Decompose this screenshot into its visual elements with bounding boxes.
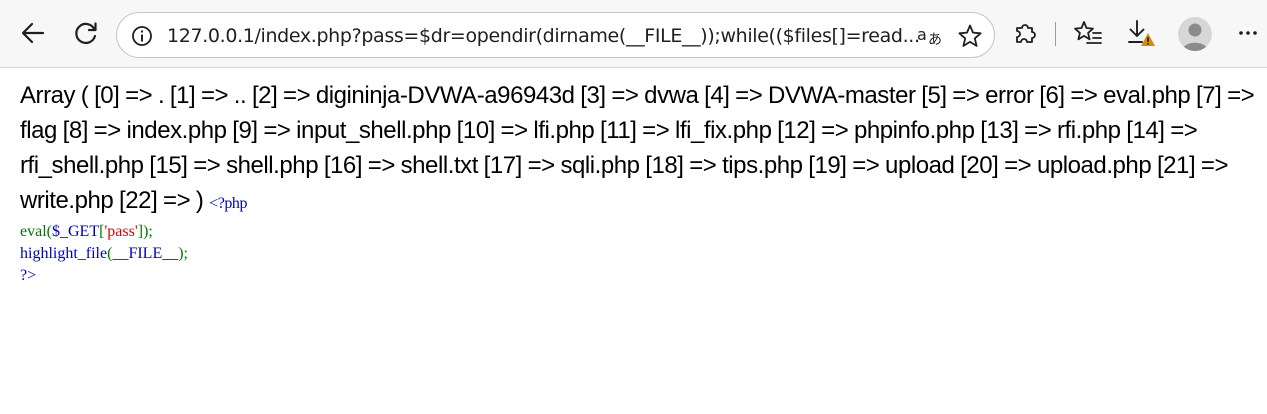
page-content: Array ( [0] => . [1] => .. [2] => digini… — [20, 78, 1260, 287]
php-open-tag: <?php — [209, 195, 248, 212]
toolbar-divider — [1055, 22, 1056, 46]
site-info-button[interactable] — [131, 25, 153, 47]
back-arrow-icon — [21, 22, 45, 44]
refresh-icon — [75, 22, 97, 45]
code-line-2: highlight_file(__FILE__); — [20, 243, 1260, 265]
downloads-button[interactable] — [1121, 14, 1159, 52]
profile-avatar[interactable] — [1178, 17, 1212, 51]
code-eval-func: eval — [20, 223, 47, 240]
code-paren: ( — [46, 223, 52, 240]
svg-text:a: a — [917, 25, 927, 44]
read-aloud-button[interactable]: a あ — [915, 23, 945, 49]
browser-toolbar: 127.0.0.1/index.php?pass=$dr=opendir(dir… — [0, 0, 1267, 68]
code-close: ]); — [137, 223, 153, 240]
favorites-list-icon — [1074, 21, 1102, 44]
add-favorite-button[interactable] — [955, 23, 985, 49]
profile-person-icon — [1182, 23, 1208, 51]
array-output-text: Array ( [0] => . [1] => .. [2] => digini… — [20, 82, 1255, 214]
back-button[interactable] — [14, 14, 52, 52]
extensions-icon — [1016, 24, 1036, 43]
code-close: ); — [178, 245, 188, 262]
more-options-button[interactable] — [1229, 14, 1267, 52]
downloads-warning-icon — [1128, 20, 1155, 46]
code-line-3: ?> — [20, 265, 1260, 287]
array-output: Array ( [0] => . [1] => .. [2] => digini… — [20, 78, 1260, 221]
code-bracket: [ — [99, 223, 105, 240]
favorites-button[interactable] — [1069, 14, 1107, 52]
address-url-text[interactable]: 127.0.0.1/index.php?pass=$dr=opendir(dir… — [167, 25, 920, 47]
svg-text:あ: あ — [928, 32, 942, 48]
more-options-icon — [1239, 31, 1257, 35]
code-get-var: $_GET — [51, 223, 100, 240]
read-aloud-icon: a あ — [917, 25, 942, 48]
refresh-button[interactable] — [67, 14, 105, 52]
favorite-star-icon — [958, 24, 982, 47]
php-close-tag: ?> — [20, 267, 37, 284]
address-bar[interactable]: 127.0.0.1/index.php?pass=$dr=opendir(dir… — [116, 12, 995, 58]
code-pass-string: 'pass' — [104, 223, 138, 240]
code-paren: ( — [107, 245, 113, 262]
code-file-const: __FILE__ — [112, 245, 179, 262]
code-highlight-func: highlight_file — [20, 245, 108, 262]
info-icon — [132, 26, 152, 46]
extensions-button[interactable] — [1006, 14, 1044, 52]
code-line-1: eval($_GET['pass']); — [20, 221, 1260, 243]
highlighted-source: eval($_GET['pass']);highlight_file(__FIL… — [20, 221, 1260, 287]
